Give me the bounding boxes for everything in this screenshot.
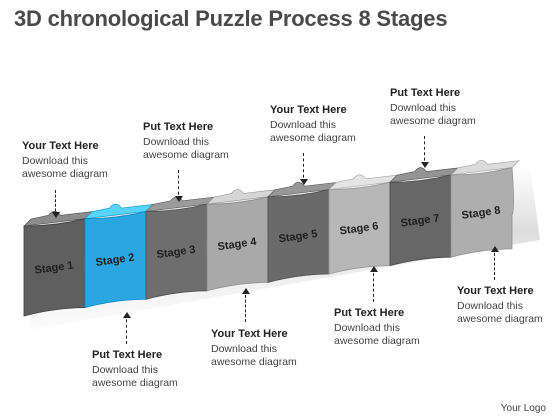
arrow-stage-6 (369, 266, 378, 302)
callout-heading: Your Text Here (457, 285, 534, 297)
callout-stage-1: Your Text Here Download this awesome dia… (22, 140, 152, 181)
stage-8-front-face (450, 167, 514, 258)
callout-stage-8: Your Text Here Download this awesome dia… (457, 285, 560, 326)
arrow-stage-4 (241, 288, 250, 322)
stage-8-top-face (450, 159, 520, 176)
stage-5-label: Stage 5 (278, 228, 318, 245)
callout-heading: Put Text Here (92, 349, 163, 361)
callout-body: Download this awesome diagram (92, 364, 178, 389)
callout-stage-6: Put Text Here Download this awesome diag… (334, 307, 464, 348)
callout-body: Download this awesome diagram (270, 119, 356, 144)
stage-5-top-face (267, 181, 337, 198)
stage-1-piece: Stage 1 (23, 211, 95, 317)
stage-6-label: Stage 6 (339, 220, 379, 237)
callout-stage-4: Your Text Here Download this awesome dia… (211, 328, 341, 369)
callout-heading: Put Text Here (143, 121, 214, 133)
stage-6-piece: Stage 6 (328, 174, 400, 275)
callout-body: Download this awesome diagram (211, 343, 297, 368)
stage-3-piece: Stage 3 (145, 196, 217, 300)
callout-stage-7: Put Text Here Download this awesome diag… (390, 87, 520, 128)
arrow-stage-8 (490, 246, 499, 280)
stage-2-label: Stage 2 (95, 252, 135, 269)
stage-5-piece: Stage 5 (267, 181, 339, 283)
callout-body: Download this awesome diagram (143, 136, 229, 161)
arrow-stage-2 (122, 312, 131, 344)
stage-3-label: Stage 3 (156, 244, 196, 261)
callout-body: Download this awesome diagram (22, 155, 108, 180)
callout-heading: Put Text Here (334, 307, 405, 319)
stage-6-top-face (328, 174, 398, 190)
stage-2-piece: Stage 2 (84, 203, 156, 309)
callout-heading: Put Text Here (390, 87, 461, 99)
callout-stage-2: Put Text Here Download this awesome diag… (92, 349, 222, 390)
footer-logo: Your Logo (500, 403, 546, 414)
callout-body: Download this awesome diagram (334, 322, 420, 347)
stage-8-label: Stage 8 (461, 204, 501, 221)
stage-2-top-face (84, 203, 154, 220)
stage-7-piece: Stage 7 (389, 167, 461, 267)
callout-heading: Your Text Here (22, 140, 99, 152)
callout-heading: Your Text Here (270, 104, 347, 116)
arrow-stage-3 (174, 170, 183, 202)
stage-4-label: Stage 4 (217, 236, 258, 253)
callout-body: Download this awesome diagram (390, 102, 476, 127)
page-title: 3D chronological Puzzle Process 8 Stages (14, 6, 448, 31)
stage-7-label: Stage 7 (400, 212, 440, 229)
callout-heading: Your Text Here (211, 328, 288, 340)
arrow-stage-5 (299, 153, 308, 185)
stage-8-piece: Stage 8 (450, 159, 520, 258)
callout-stage-3: Put Text Here Download this awesome diag… (143, 121, 273, 162)
callout-body: Download this awesome diagram (457, 300, 543, 325)
arrow-stage-7 (420, 136, 429, 168)
callout-stage-5: Your Text Here Download this awesome dia… (270, 104, 400, 145)
stage-1-label: Stage 1 (34, 259, 74, 276)
stage-4-top-face (206, 189, 276, 205)
stage-4-piece: Stage 4 (206, 189, 278, 292)
arrow-stage-1 (51, 190, 60, 218)
